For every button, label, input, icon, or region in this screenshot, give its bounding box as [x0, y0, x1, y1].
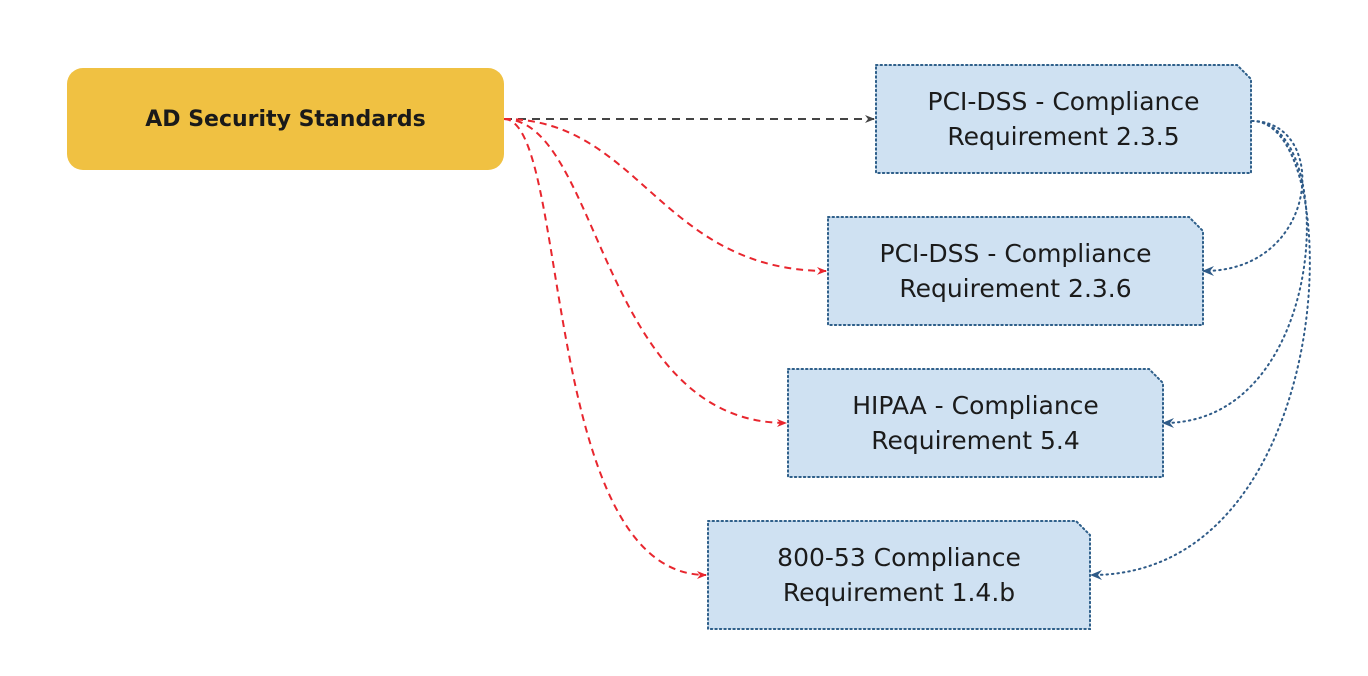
arrow-source-to-target-4: [503, 118, 707, 579]
target-node-2: PCI-DSS - Compliance Requirement 2.3.6: [827, 216, 1204, 326]
target-node-2-shape: [827, 216, 1204, 326]
target-node-1-line2: Requirement 2.3.5: [947, 122, 1180, 151]
target-node-3-shape: [787, 368, 1164, 478]
arrow-source-to-target-2: [503, 118, 827, 275]
arrow-target-1-to-target-3: [1162, 120, 1308, 428]
target-node-2-line2: Requirement 2.3.6: [899, 274, 1132, 303]
target-node-3-line2: Requirement 5.4: [871, 426, 1080, 455]
target-node-1-shape: [875, 64, 1252, 174]
target-node-3-line1: HIPAA - Compliance: [852, 391, 1099, 420]
target-node-4: 800-53 Compliance Requirement 1.4.b: [707, 520, 1091, 630]
target-node-4-line2: Requirement 1.4.b: [782, 578, 1016, 607]
arrow-target-1-to-target-2: [1202, 120, 1304, 276]
source-node-ad-security-standards: AD Security Standards: [67, 68, 504, 170]
target-node-4-label: 800-53 Compliance Requirement 1.4.b: [777, 540, 1021, 610]
target-node-4-line1: 800-53 Compliance: [777, 543, 1021, 572]
target-node-2-line1: PCI-DSS - Compliance: [879, 239, 1152, 268]
arrow-source-to-target-3: [503, 118, 787, 427]
target-node-1-line1: PCI-DSS - Compliance: [927, 87, 1200, 116]
target-node-1-label: PCI-DSS - Compliance Requirement 2.3.5: [928, 84, 1200, 154]
target-node-3: HIPAA - Compliance Requirement 5.4: [787, 368, 1164, 478]
target-node-1: PCI-DSS - Compliance Requirement 2.3.5: [875, 64, 1252, 174]
target-node-3-label: HIPAA - Compliance Requirement 5.4: [852, 388, 1099, 458]
source-node-label: AD Security Standards: [145, 106, 426, 132]
target-node-4-shape: [707, 520, 1091, 630]
target-node-2-label: PCI-DSS - Compliance Requirement 2.3.6: [880, 236, 1152, 306]
arrow-target-1-to-target-4: [1090, 120, 1311, 580]
